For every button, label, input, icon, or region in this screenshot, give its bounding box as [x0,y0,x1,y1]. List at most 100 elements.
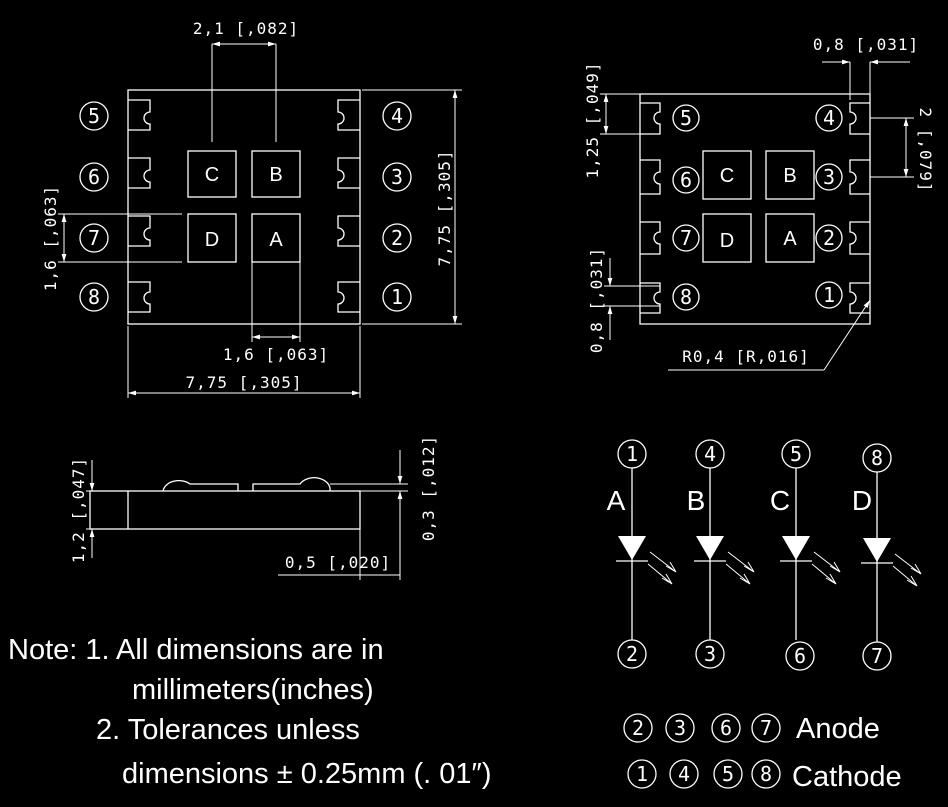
pad-b [251,150,301,198]
top-view-right: C B D A 5 6 7 8 4 3 2 1 0,8 [,031] [583,35,935,371]
pad-c [187,150,237,198]
legend-cathode: 1 4 5 8 Cathode [627,759,902,793]
side-view: 1,2 [,047] 0,3 [,012] 0,5 [,020] [69,435,438,580]
dim-text: 1,25 [,049] [583,62,602,179]
pin-number: 4 [678,762,690,786]
lens-left [162,479,239,492]
light-emission-icon [892,553,922,587]
pad-b [765,150,815,200]
dim-pad-width: 1,6 [,063] [223,262,329,364]
led-channel-d: 8 D 7 [852,443,922,671]
pad-label: B [783,165,796,187]
lens-right [252,477,331,492]
note-prefix: Note: [8,634,78,666]
channel-label: A [607,485,626,516]
pin-number: 3 [823,165,835,189]
pad-label: A [783,228,797,250]
pin-number: 7 [760,716,772,740]
pin-number: 2 [626,642,638,666]
cathode-label: Cathode [792,761,902,793]
pin-circles-right: 4 3 2 1 [815,104,843,309]
note-line-4: dimensions ± 0.25mm (. 01″) [122,758,492,790]
pin-number: 5 [680,106,692,130]
pin-number: 2 [823,226,835,250]
pad-label: D [720,230,734,252]
pin-number: 6 [88,165,100,189]
channel-label: D [852,485,872,516]
package-outline [127,89,361,325]
pin-number: 8 [871,446,883,470]
dim-text: 1,2 [,047] [69,457,88,563]
dim-text: 0,5 [,020] [285,553,391,572]
led-channel-b: 4 B 3 [687,439,755,669]
pad-d [187,213,237,263]
dim-corner-radius: R0,4 [R,016] [668,299,871,371]
pin-number: 7 [871,644,883,668]
pin-circles-left: 5 6 7 8 [79,101,109,312]
pin-number: 6 [720,716,732,740]
legend-anode: 2 3 6 7 Anode [623,713,880,745]
pin-number: 6 [794,644,806,668]
light-emission-icon [647,551,677,585]
pin-number: 3 [704,642,716,666]
dim-slot-width: 0,8 [,031] [813,35,919,100]
pad-label: B [269,164,282,186]
diode-icon [696,536,724,560]
pad-c [702,150,752,200]
pin-number: 7 [88,226,100,250]
dim-text: R0,4 [R,016] [682,347,810,366]
pin-number: 8 [680,285,692,309]
pad-a [765,213,815,263]
pin-number: 1 [636,762,648,786]
dim-height: 7,75 [,305] [362,89,462,325]
dim-lens-height: 0,3 [,012] [330,435,438,541]
led-channel-a: 1 A 2 [607,439,677,669]
dim-text: 2,1 [,082] [193,19,299,38]
pin-number: 3 [674,716,686,740]
pad-d [702,213,752,263]
pin-number: 4 [823,106,835,130]
channel-label: B [687,485,706,516]
pad-label: C [205,164,219,186]
pin-number: 7 [680,226,692,250]
light-emission-icon [725,551,755,585]
dim-text: 2 [,079] [916,107,935,192]
diode-icon [782,536,810,560]
pin-number: 8 [88,285,100,309]
pin-number: 1 [823,283,835,307]
diode-icon [863,538,891,562]
pin-number: 1 [391,285,403,309]
right-castellations [337,99,360,313]
pad-label: D [205,229,219,251]
right-castellations [849,102,870,314]
pin-circles-right: 4 3 2 1 [382,101,412,312]
diode-icon [618,536,646,560]
led-channel-c: 5 C 6 [770,439,841,671]
pin-circles-left: 5 6 7 8 [672,104,700,311]
dim-pad-pitch: 2,1 [,082] [193,19,299,142]
pin-number: 4 [391,104,403,128]
note-line-2: millimeters(inches) [132,674,374,706]
dim-text: 1,6 [,063] [223,345,329,364]
pin-number: 5 [722,762,734,786]
pad-label: A [269,229,283,251]
dim-lens-offset: 0,5 [,020] [278,522,401,580]
dim-text: 1,6 [,063] [41,185,60,291]
dim-text: 7,75 [,305] [435,150,454,267]
dim-castellation-pitch: 2 [,079] [870,107,935,193]
left-castellations [640,102,661,314]
dim-text: 0,3 [,012] [419,435,438,541]
pin-number: 1 [626,442,638,466]
dim-pad-height: 1,6 [,063] [41,185,182,291]
pad-label: C [720,165,734,187]
dim-text: 0,8 [,031] [813,35,919,54]
dim-thickness: 1,2 [,047] [69,457,128,563]
note-text: 1. All dimensions are in [85,634,384,666]
dim-slot-gap: 0,8 [,031] [587,247,660,353]
pin-number: 8 [760,762,772,786]
substrate [89,490,361,530]
light-emission-icon [811,551,841,585]
note-line-1: Note: 1. All dimensions are in [8,636,384,665]
anode-label: Anode [796,713,880,745]
